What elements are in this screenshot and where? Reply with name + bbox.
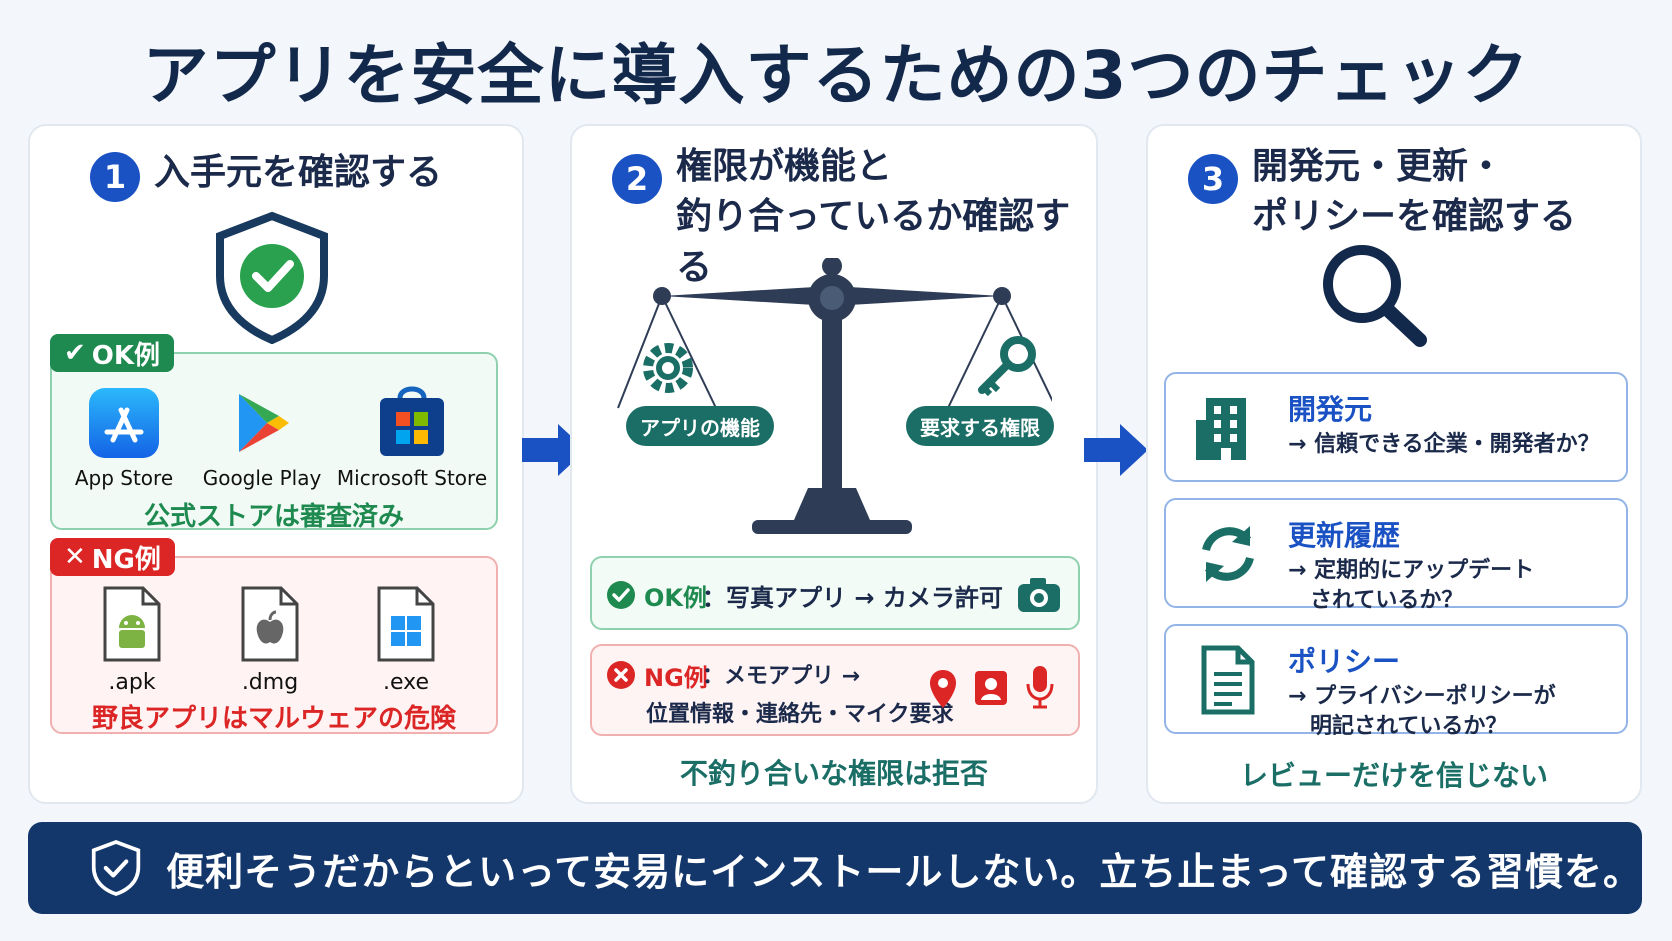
gear-icon [643, 343, 693, 393]
item-title: ポリシー [1288, 645, 1401, 678]
camera-icon [1018, 578, 1060, 612]
file-exe: .exe [374, 584, 438, 695]
refresh-icon [1202, 526, 1254, 582]
step1-card: 1 入手元を確認する ✔ OK例 App Store G [28, 124, 524, 804]
ng-example-box: ✕ NG例 .apk .dmg [50, 538, 498, 734]
check-item-developer: 開発元 → 信頼できる企業・開発者か？ [1164, 372, 1628, 482]
item-desc: → 定期的にアップデート されているか？ [1288, 558, 1535, 613]
step2-ok-example: OK例 ：写真アプリ → カメラ許可 [590, 556, 1080, 630]
ok-example-box: ✔ OK例 App Store Google Play [50, 334, 498, 532]
step3-heading: 開発元・更新・ ポリシーを確認する [1252, 146, 1577, 238]
file-apk: .apk [100, 584, 164, 695]
check-item-updates: 更新履歴 → 定期的にアップデート されているか？ [1164, 498, 1628, 613]
store-app-store: App Store [72, 388, 176, 490]
item-desc: → プライバシーポリシーが 明記されているか？ [1288, 684, 1556, 739]
app-store-icon [89, 388, 159, 458]
page-title: アプリを安全に導入するための3つのチェック [142, 37, 1530, 114]
item-title: 更新履歴 [1288, 519, 1401, 552]
ng-tag: ✕ NG例 [50, 538, 175, 576]
shield-check-icon [216, 211, 328, 344]
microphone-icon [1026, 666, 1054, 709]
check-icon: ✔ [64, 338, 86, 368]
step2-heading: 権限が機能と 釣り合っているか確認する [676, 146, 1071, 288]
step1-number: 1 [90, 152, 140, 202]
ng-note: 野良アプリはマルウェアの危険 [91, 704, 456, 734]
ok-note: 公式ストアは審査済み [143, 502, 404, 532]
footer-banner: 便利そうだからといって安易にインストールしない。立ち止まって確認する習慣を。 [28, 822, 1642, 914]
step3-number: 3 [1188, 154, 1238, 204]
balance-scale-icon [617, 258, 1052, 534]
ok-tag: ✔ OK例 [50, 334, 175, 372]
step2-number: 2 [612, 154, 662, 204]
step1-header: 1 入手元を確認する [90, 148, 442, 202]
step2-card: 2 権限が機能と 釣り合っているか確認する アプリの機能 要求 [570, 124, 1098, 804]
scale-right-label: 要求する権限 [906, 406, 1054, 446]
arrow-right-icon [1084, 424, 1148, 476]
microsoft-store-icon [380, 386, 444, 456]
ng-label: NG例 [644, 664, 708, 692]
step3-header: 3 開発元・更新・ ポリシーを確認する [1188, 142, 1576, 243]
location-pin-icon [930, 670, 956, 708]
check-circle-icon [607, 581, 635, 609]
step3-note: レビューだけを信じない [1239, 759, 1548, 792]
cross-circle-icon [607, 661, 635, 689]
check-item-policy: ポリシー → プライバシーポリシーが 明記されているか？ [1164, 624, 1628, 739]
step2-header: 2 権限が機能と 釣り合っているか確認する [612, 142, 1096, 293]
step2-note: 不釣り合いな権限は拒否 [679, 757, 988, 790]
cross-icon: ✕ [64, 542, 86, 572]
store-google-play: Google Play [202, 388, 322, 490]
file-dmg: .dmg [238, 584, 302, 695]
magnifier-icon [1323, 245, 1427, 347]
building-icon [1196, 398, 1246, 460]
step3-card: 3 開発元・更新・ ポリシーを確認する 開発元 → 信頼できる企業・開発者か？ [1146, 124, 1642, 804]
key-icon [978, 336, 1036, 397]
step2-ng-example: NG例 ：メモアプリ → 位置情報・連絡先・マイク要求 [590, 644, 1080, 736]
contact-icon [975, 671, 1007, 705]
ok-label: OK例 [644, 584, 707, 612]
document-icon [1201, 645, 1255, 715]
shield-check-icon [91, 839, 141, 896]
store-microsoft-store: Microsoft Store [337, 384, 487, 490]
footer-message: 便利そうだからといって安易にインストールしない。立ち止まって確認する習慣を。 [166, 849, 1642, 894]
item-desc: → 信頼できる企業・開発者か？ [1288, 432, 1600, 457]
android-file-icon [103, 586, 161, 662]
apple-file-icon [241, 586, 299, 662]
step1-heading: 入手元を確認する [154, 152, 443, 193]
item-title: 開発元 [1288, 393, 1373, 426]
google-play-icon [239, 394, 289, 452]
scale-left-label: アプリの機能 [626, 406, 774, 446]
ng-text-line2: 位置情報・連絡先・マイク要求 [646, 702, 954, 727]
windows-file-icon [377, 586, 435, 662]
ok-text: ：写真アプリ → カメラ許可 [702, 584, 1003, 612]
ng-text-line1: ：メモアプリ → [702, 664, 861, 689]
